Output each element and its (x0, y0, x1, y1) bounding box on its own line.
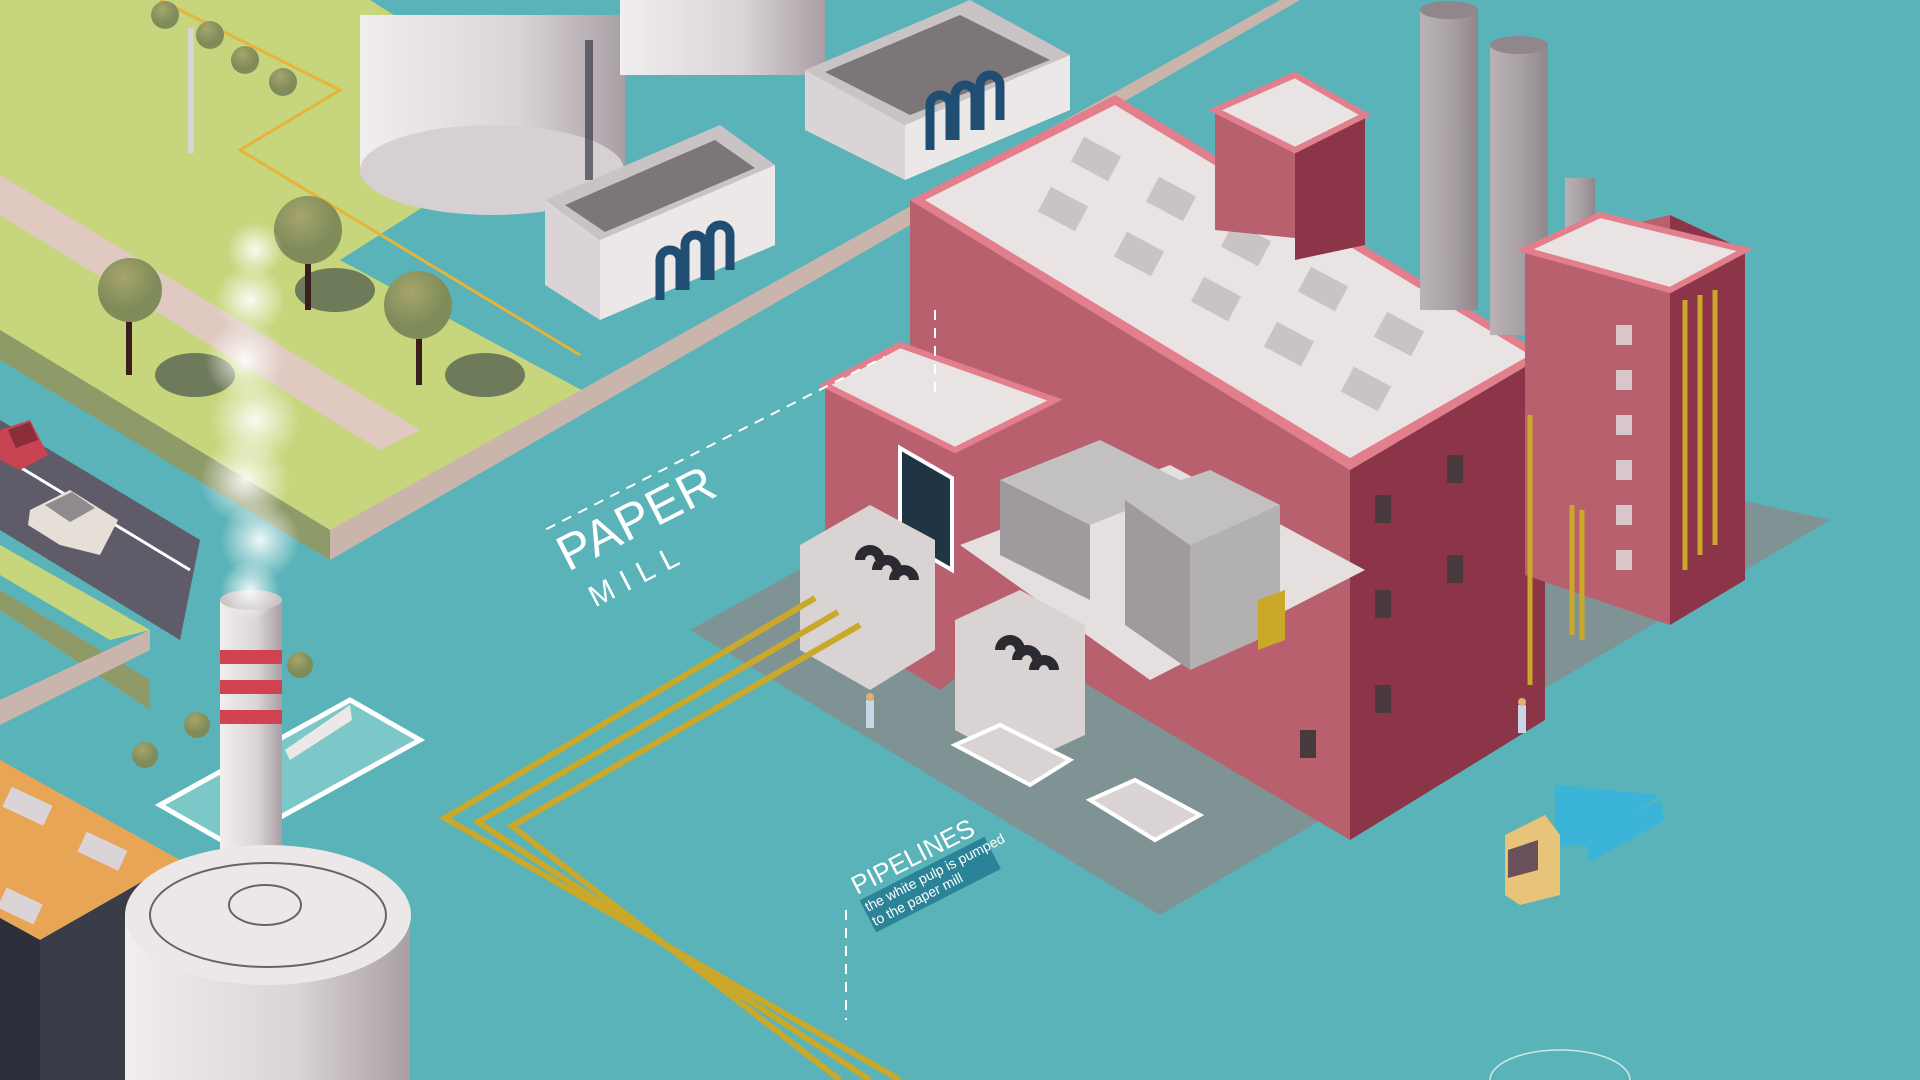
paper-stacks (960, 440, 1365, 680)
rear-tower (1207, 71, 1372, 260)
yellow-pipelines (439, 595, 902, 1080)
striped-smokestack (220, 590, 282, 860)
mill-right-wall (1350, 355, 1545, 840)
smoke-plume (200, 222, 300, 620)
pulp-press-machines (800, 505, 1205, 843)
pipelines-label: PIPELINES the white pulp is pumped to th… (846, 813, 1007, 933)
yellow-truck-with-blue-trailer (1505, 785, 1665, 905)
round-storage-tank-front (125, 845, 411, 1080)
mill-windows (1300, 455, 1463, 758)
red-car (0, 420, 48, 470)
right-tower (1516, 211, 1754, 685)
road (0, 420, 200, 640)
workers (866, 693, 1526, 733)
storage-tanks-top (360, 0, 825, 215)
rooftop-hvac-units (1037, 136, 1425, 412)
white-station-wagon (28, 490, 118, 555)
utility-box-left (545, 125, 775, 320)
utility-box-right (805, 0, 1070, 180)
watermark-arc (1489, 1049, 1631, 1080)
lower-grass-strip (0, 545, 150, 640)
